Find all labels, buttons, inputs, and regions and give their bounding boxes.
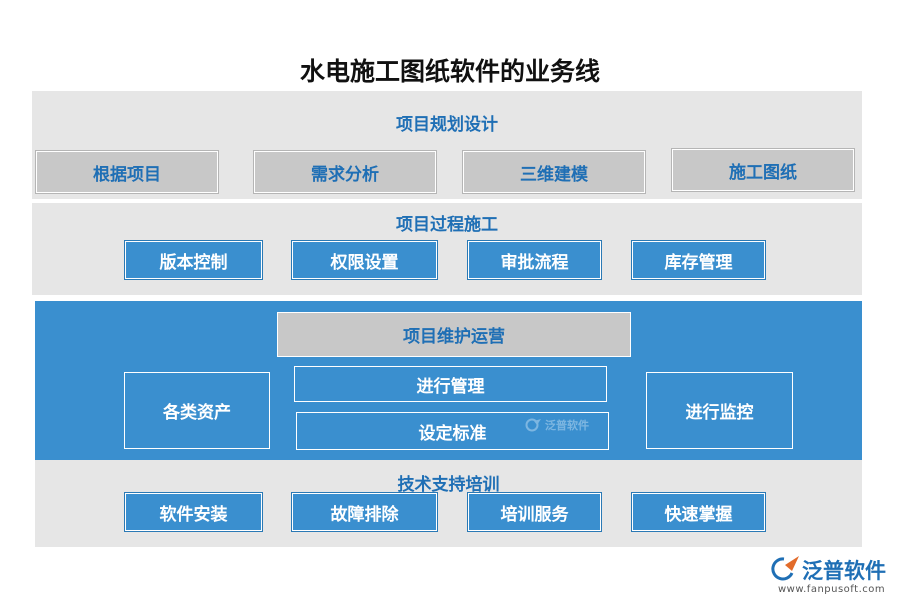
maintenance-right-box: 进行监控 [646,372,793,449]
maintenance-left-box: 各类资产 [124,372,270,449]
brand-logo-icon [771,556,799,581]
watermark-logo: 泛普软件 [525,415,615,435]
planning-item-1: 根据项目 [36,151,218,193]
brand-logo: 泛普软件 www.fanpusoft.com [770,553,895,598]
support-item-3: 培训服务 [468,493,601,531]
support-title: 技术支持培训 [397,475,500,495]
planning-title: 项目规划设计 [396,115,498,135]
process-item-1: 版本控制 [125,241,262,279]
watermark-text: 泛普软件 [545,419,589,432]
support-item-1: 软件安装 [125,493,262,531]
maintenance-center-box-2: 设定标准 [296,412,609,450]
page-title: 水电施工图纸软件的业务线 [299,57,600,86]
process-item-2: 权限设置 [292,241,437,279]
planning-item-3: 三维建模 [463,151,645,193]
process-item-3: 审批流程 [468,241,601,279]
brand-logo-name: 泛普软件 [802,559,886,583]
brand-logo-url: www.fanpusoft.com [778,584,886,595]
watermark-logo-icon [525,418,541,432]
support-item-2: 故障排除 [292,493,437,531]
process-item-4: 库存管理 [632,241,765,279]
maintenance-center-box-1: 进行管理 [294,366,607,402]
process-title: 项目过程施工 [396,215,498,235]
maintenance-title: 项目维护运营 [277,312,631,357]
planning-item-2: 需求分析 [254,151,436,193]
planning-item-4: 施工图纸 [672,149,854,191]
support-item-4: 快速掌握 [632,493,765,531]
